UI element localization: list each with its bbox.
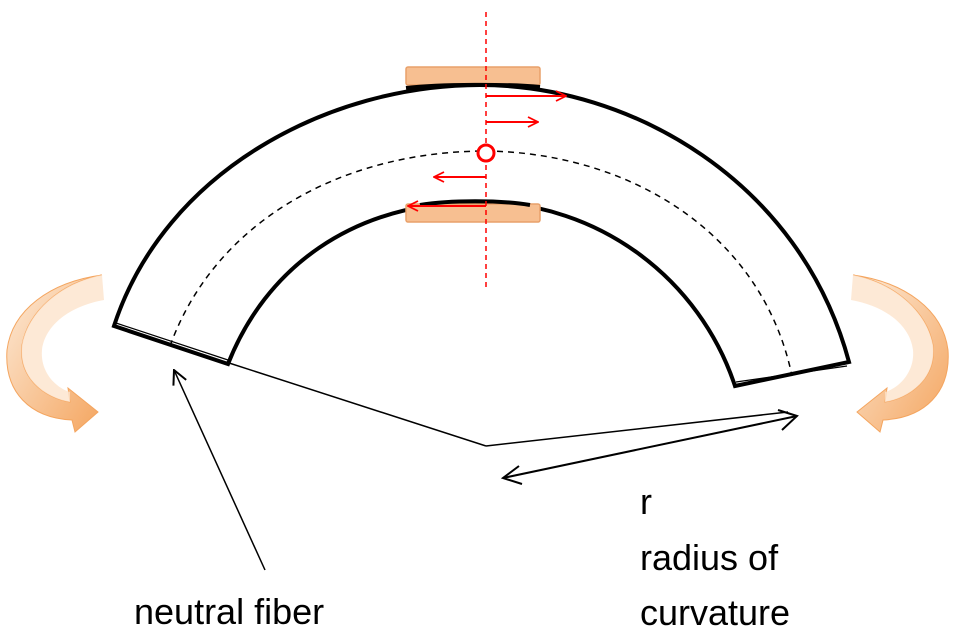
radius-line-left xyxy=(225,361,487,447)
radius-dimension-arrow xyxy=(502,415,798,479)
curved-arrow-clockwise-icon xyxy=(851,274,949,433)
radius-line-right xyxy=(485,411,789,447)
neutral-fiber-label: neutral fiber xyxy=(134,591,324,632)
bottom-strain-gauge xyxy=(405,203,541,223)
beam-outline xyxy=(111,82,852,389)
top-strain-gauge xyxy=(405,66,541,86)
radius-symbol-label: r xyxy=(640,481,652,522)
radius-arrowhead-left xyxy=(500,465,523,485)
neutral-axis-line xyxy=(169,150,793,377)
neutral-fiber-pointer xyxy=(174,370,266,571)
outer-arc-over-gauge xyxy=(405,82,541,90)
radius-label-line2: curvature xyxy=(640,592,790,633)
radius-label-line1: radius of xyxy=(640,537,779,578)
neutral-point-marker xyxy=(476,143,496,163)
curved-arrow-counterclockwise-icon xyxy=(6,274,105,433)
radius-arrowhead-right xyxy=(777,409,799,431)
inner-arc-over-gauge xyxy=(419,199,531,207)
